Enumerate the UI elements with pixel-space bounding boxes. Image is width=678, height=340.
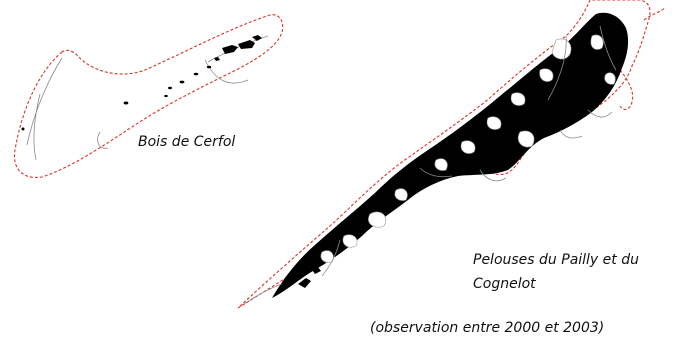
pelouses-parcel-lines (243, 25, 617, 305)
bois-de-cerfol-label: Bois de Cerfol (138, 134, 235, 150)
pelouses-label-line2: Cognelot (473, 276, 536, 292)
pelouses-patch (312, 267, 321, 274)
pelouses-boundary-east (619, 69, 634, 111)
bois-de-cerfol-patches (21, 35, 262, 131)
pelouses-label-line1: Pelouses du Pailly et du (473, 252, 639, 268)
bois-de-cerfol-parcel-lines (26, 35, 269, 161)
pelouses-boundary (237, 0, 651, 309)
pelouses-site: Pelouses du Pailly et du Cognelot (237, 0, 666, 309)
pelouses-boundary-north (643, 7, 666, 21)
observation-note: (observation entre 2000 et 2003) (370, 320, 604, 336)
bois-de-cerfol-site: Bois de Cerfol (13, 14, 284, 178)
bois-de-cerfol-boundary (13, 14, 284, 178)
pelouses-clearings (320, 34, 616, 263)
pelouses-vegetation (272, 12, 629, 299)
pelouses-patch (298, 278, 311, 288)
